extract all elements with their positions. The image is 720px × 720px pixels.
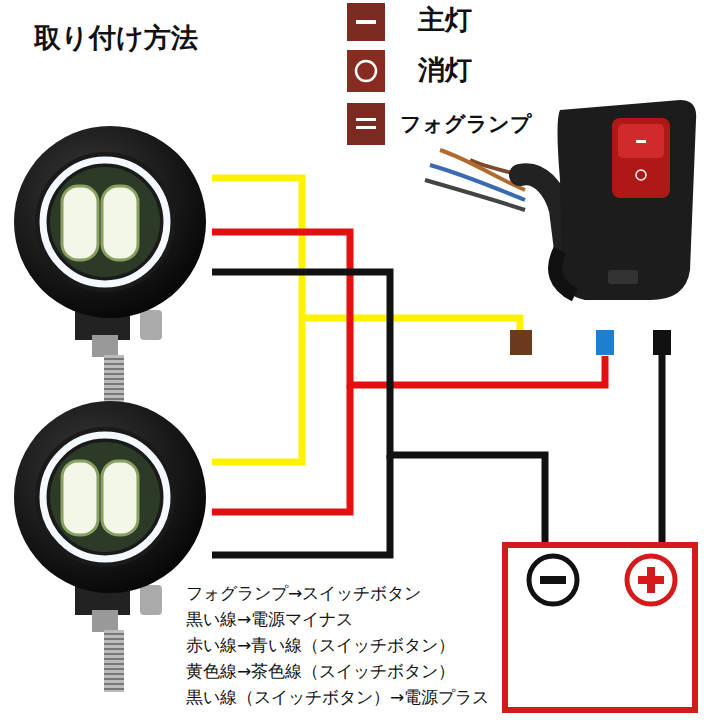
wires [212, 178, 662, 555]
wiring-note: フォグランプ→スイッチボタン [186, 583, 421, 603]
wiring-note: 黒い線→電源マイナス [186, 609, 353, 629]
diagram-title: 取り付け方法 [34, 22, 198, 54]
wiring-note: 赤い線→青い線（スイッチボタン） [186, 635, 455, 655]
legend-text: 主灯 [418, 4, 472, 36]
wiring-note: 黄色線→茶色線（スイッチボタン） [186, 661, 455, 681]
legend-symbols [347, 3, 385, 145]
legend-text: フォグランプ [400, 112, 532, 137]
terminals [510, 330, 671, 355]
wiring-note: 黒い線（スイッチボタン）→電源プラス [186, 687, 489, 707]
fog-lamp-bottom [14, 401, 206, 692]
battery [505, 545, 695, 710]
legend-text: 消灯 [418, 54, 472, 86]
fog-lamp-top [14, 126, 206, 405]
